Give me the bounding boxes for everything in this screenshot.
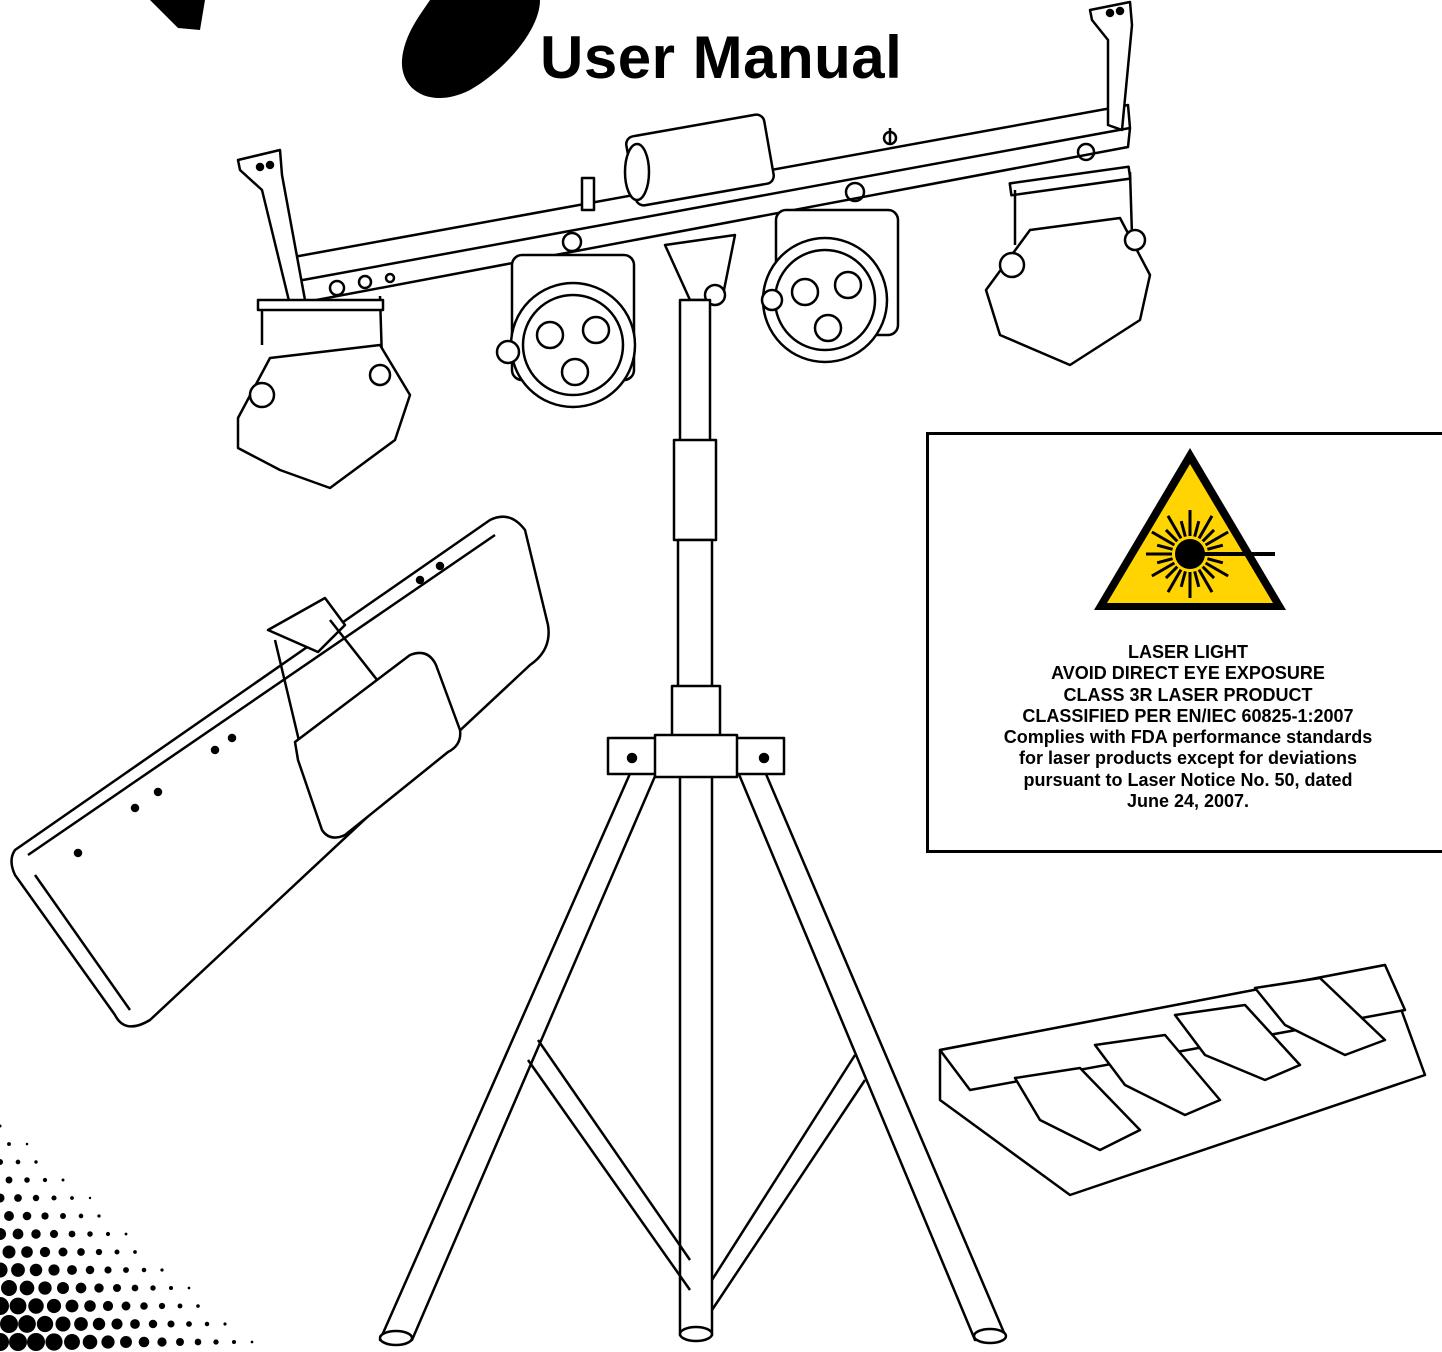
warning-line: for laser products except for deviations bbox=[1018, 748, 1358, 769]
halftone-pattern bbox=[0, 1124, 254, 1351]
warning-line: Complies with FDA performance standards bbox=[1003, 727, 1373, 748]
tripod-stand bbox=[378, 233, 1008, 1347]
logo-swoosh bbox=[150, 0, 540, 99]
laser-head-right bbox=[984, 165, 1152, 367]
warning-line: CLASS 3R LASER PRODUCT bbox=[1063, 684, 1313, 705]
foot-switch bbox=[938, 963, 1427, 1197]
carry-bag bbox=[10, 515, 550, 1028]
warning-line: June 24, 2007. bbox=[1126, 791, 1250, 812]
warning-line: AVOID DIRECT EYE EXPOSURE bbox=[1051, 663, 1325, 684]
warning-line: LASER LIGHT bbox=[1128, 642, 1248, 662]
page-title: User Manual bbox=[540, 24, 903, 91]
light-bar bbox=[236, 0, 1134, 307]
par-light-left bbox=[495, 253, 637, 409]
par-light-right bbox=[760, 208, 900, 364]
laser-head-left bbox=[236, 295, 412, 490]
warning-text: LASER LIGHT AVOID DIRECT EYE EXPOSURE CL… bbox=[926, 642, 1442, 812]
warning-line: pursuant to Laser Notice No. 50, dated bbox=[1023, 769, 1353, 790]
laser-warning-icon bbox=[1094, 448, 1286, 610]
warning-line: CLASSIFIED PER EN/IEC 60825-1:2007 bbox=[1022, 705, 1354, 726]
